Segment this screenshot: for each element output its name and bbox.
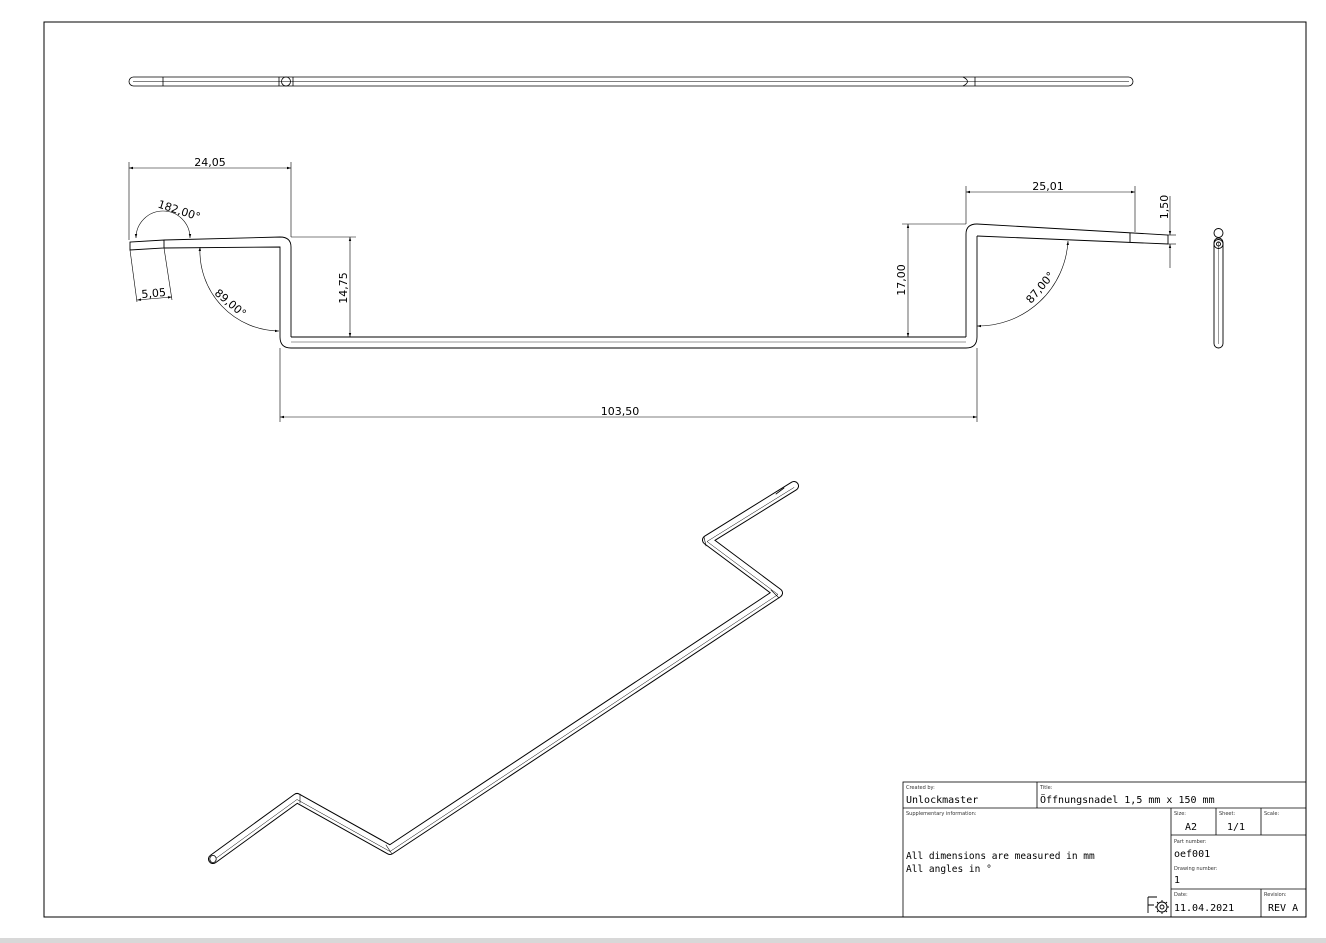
title-label: Title: [1039, 785, 1053, 791]
dim-tip-length: 5,05 [141, 286, 167, 301]
side-view [1213, 228, 1224, 349]
dim-left-length: 24,05 [194, 156, 226, 169]
top-view [128, 76, 1134, 87]
created-by-value: Unlockmaster [906, 795, 978, 806]
angle-left: 89,00° [212, 286, 249, 320]
dim-right-height: 17,00 [895, 264, 908, 296]
dim-left-height: 14,75 [337, 272, 350, 304]
part-number-value: oef001 [1174, 849, 1210, 860]
date-value: 11.04.2021 [1174, 903, 1234, 914]
revision-value: REV A [1268, 903, 1298, 914]
sheet-value: 1/1 [1227, 822, 1245, 833]
cad-logo-icon [1147, 896, 1169, 914]
revision-label: Revision: [1264, 892, 1287, 898]
isometric-view [208, 481, 799, 864]
dim-diameter: 1,50 [1158, 195, 1171, 220]
drawing-frame [43, 21, 1307, 918]
drawing-title: Öffnungsnadel 1,5 mm x 150 mm [1040, 793, 1215, 806]
angle-tip: 182,00° [156, 198, 202, 224]
dimension-lines [128, 162, 1176, 422]
dim-right-length: 25,01 [1032, 180, 1064, 193]
scale-label: Scale: [1264, 811, 1279, 817]
front-view-part [129, 223, 1169, 349]
part-number-label: Part number: [1174, 839, 1207, 845]
size-label: Size: [1174, 811, 1186, 817]
dim-total-length: 103,50 [601, 405, 640, 418]
supplementary-line-1: All dimensions are measured in mm [906, 851, 1095, 862]
supplementary-label: Supplementary information: [906, 811, 977, 817]
title-block [902, 781, 1307, 918]
size-value: A2 [1185, 822, 1197, 833]
drawing-number-value: 1 [1174, 875, 1180, 886]
supplementary-line-2: All angles in ° [906, 864, 992, 875]
sheet-label: Sheet: [1219, 811, 1235, 817]
created-by-label: Created by: [906, 785, 935, 791]
date-label: Date: [1174, 892, 1188, 898]
window-bottom-edge [0, 938, 1326, 943]
drawing-number-label: Drawing number: [1174, 866, 1218, 872]
